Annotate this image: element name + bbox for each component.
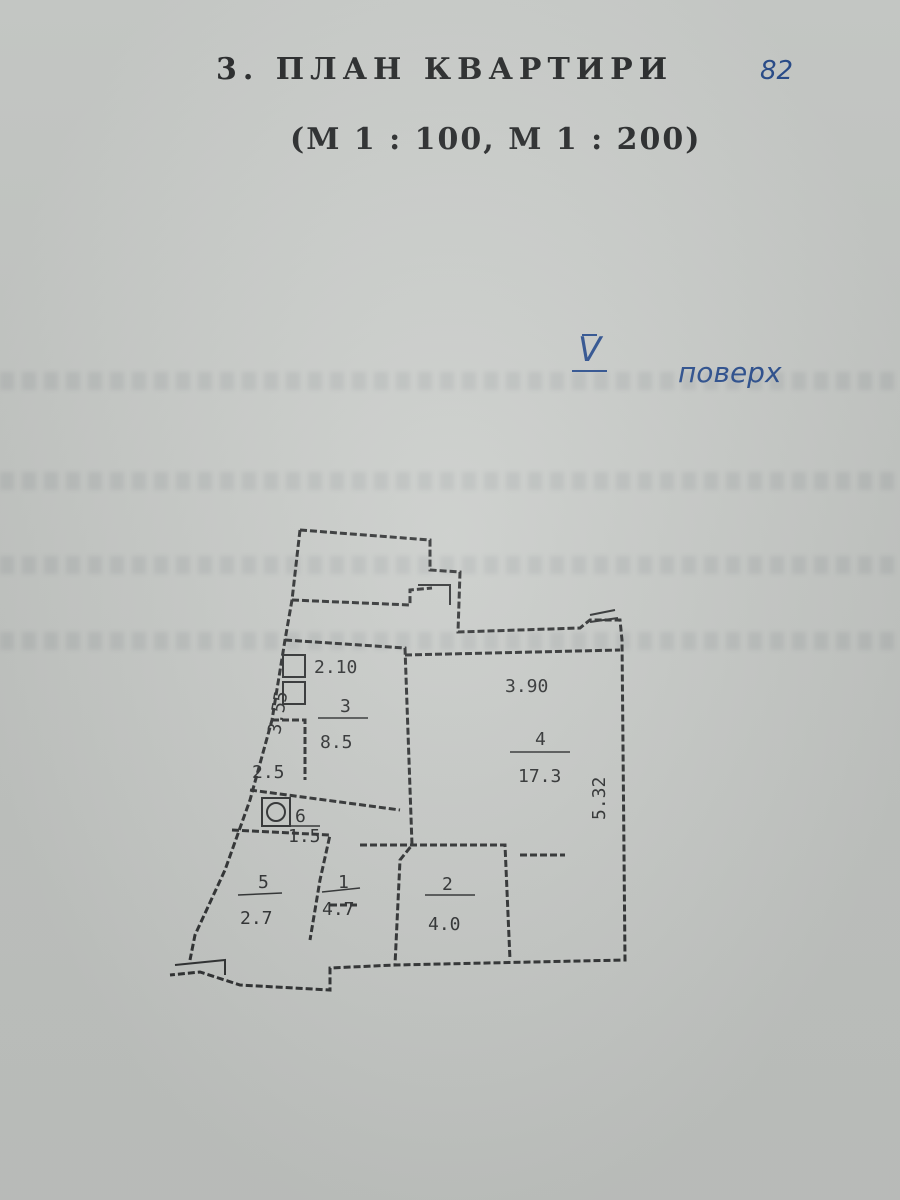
room-3-number: 3 bbox=[340, 696, 351, 717]
dimension-room-length: 5.32 bbox=[589, 777, 610, 820]
plan-walls bbox=[169, 528, 627, 992]
dimension-kitchen-inner: 2.5 bbox=[252, 762, 285, 783]
room-1-area: 4.7 bbox=[322, 899, 355, 920]
room-4-area: 17.3 bbox=[518, 766, 561, 787]
room-2-number: 2 bbox=[442, 874, 453, 895]
room-6-area: 1.5 bbox=[288, 826, 321, 847]
floor-number: V bbox=[572, 330, 608, 372]
show-through-text bbox=[0, 632, 900, 650]
dimension-kitchen-width: 2.10 bbox=[314, 657, 357, 678]
page-title: 3. ПЛАН КВАРТИРИ bbox=[216, 52, 674, 87]
plan-fixtures bbox=[174, 584, 619, 975]
room-4-number: 4 bbox=[535, 729, 546, 750]
show-through-text bbox=[0, 472, 900, 490]
room-6-number: 6 bbox=[295, 806, 306, 827]
show-through-text bbox=[0, 372, 900, 390]
floor-label: поверх bbox=[678, 356, 782, 389]
apartment-number: 82 bbox=[760, 56, 794, 86]
room-1-number: 1 bbox=[338, 872, 349, 893]
room-3-area: 8.5 bbox=[320, 732, 353, 753]
fraction-line bbox=[321, 887, 361, 893]
room-5-area: 2.7 bbox=[240, 908, 273, 929]
dimension-kitchen-height: 3.55 bbox=[264, 690, 292, 736]
room-5-number: 5 bbox=[258, 872, 269, 893]
room-2-area: 4.0 bbox=[428, 914, 461, 935]
fraction-line bbox=[237, 892, 283, 896]
dimension-room-width: 3.90 bbox=[505, 676, 548, 697]
scale-note: (М 1 : 100, М 1 : 200) bbox=[290, 122, 702, 157]
show-through-text bbox=[0, 556, 900, 574]
